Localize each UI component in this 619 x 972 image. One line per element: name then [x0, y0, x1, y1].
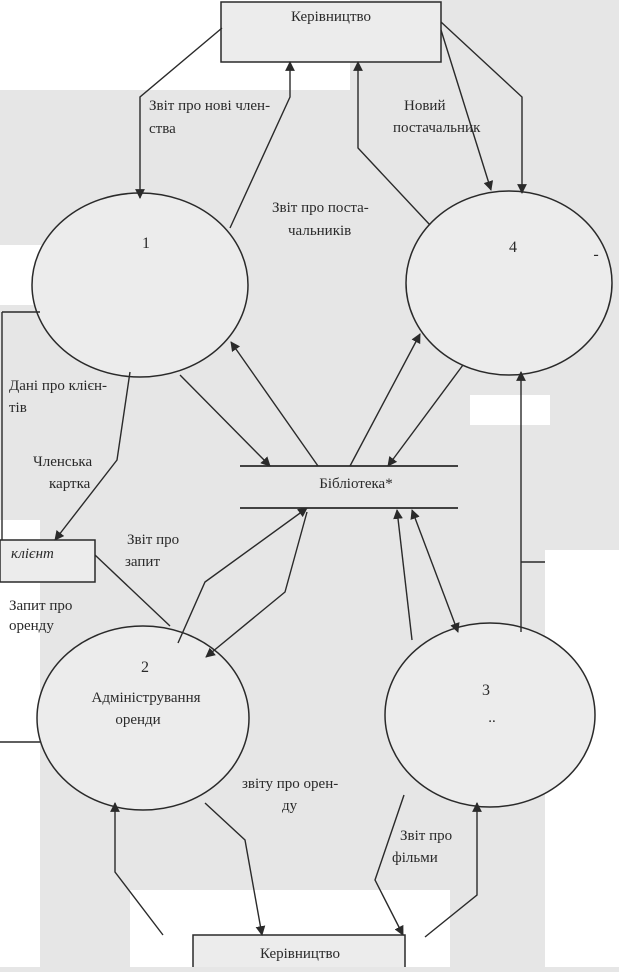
flow-p2-to-bottom: [204, 802, 266, 936]
process-4-ellipse: [405, 190, 613, 376]
flow-label-member-card-1: Членська: [33, 454, 92, 470]
flow-label-new-members-1: Звіт про нові член-: [149, 98, 270, 114]
process-1-number: 1: [142, 235, 150, 252]
flow-bottom-to-p2: [110, 802, 164, 936]
process-3-ellipse: [384, 622, 596, 808]
flow-label-rental-request-1: Запит про: [9, 598, 72, 614]
flow-label-new-members-2: ства: [149, 121, 176, 137]
flow-top-to-p1: [135, 27, 223, 199]
management-top-label: Керівництво: [291, 9, 371, 25]
process-2-number: 2: [141, 659, 149, 676]
library-store-label: Бібліотека*: [319, 476, 392, 492]
flow-bottom-to-p3: [424, 802, 482, 938]
process-2-ellipse: [36, 625, 250, 811]
flow-label-request-report-2: запит: [125, 554, 160, 570]
flow-label-films-report-1: Звіт про: [400, 828, 452, 844]
flow-label-suppliers-1: Звіт про поста-: [272, 200, 369, 216]
flow-label-member-card-2: картка: [49, 476, 91, 492]
flow-p1-to-store: [179, 374, 271, 467]
management-top-box: [220, 1, 442, 63]
management-bottom-label: Керівництво: [260, 946, 340, 962]
flow-p4-to-top: [353, 61, 431, 226]
flow-p3-to-bottom: [374, 794, 405, 936]
flow-label-rental-request-2: оренду: [9, 618, 54, 634]
flow-label-rental-report-1: звіту про орен-: [242, 776, 338, 792]
flow-store-to-p2: [205, 511, 308, 658]
flow-label-client-data-2: тів: [9, 400, 27, 416]
flow-store-to-p4: [349, 333, 421, 467]
flow-label-new-supplier-2: постачальник: [393, 120, 481, 136]
process-1-ellipse: [31, 192, 249, 378]
process-2-name-line2: оренди: [115, 712, 160, 728]
flow-label-new-supplier-1: Новий: [404, 98, 445, 114]
process-3-dots: ..: [488, 710, 496, 726]
client-box: [0, 539, 96, 583]
flow-client-to-p2: [94, 554, 171, 627]
flow-label-client-data-1: Дані про клієн-: [9, 378, 107, 394]
flow-p1-to-client: [54, 371, 131, 541]
process-4-number: 4: [509, 239, 517, 256]
process-3-number: 3: [482, 682, 490, 699]
flow-label-films-report-2: фільми: [392, 850, 438, 866]
flow-p1-to-top: [229, 61, 295, 229]
flow-label-request-report-1: Звіт про: [127, 532, 179, 548]
process-2-name-line1: Адміністрування: [91, 690, 200, 706]
flow-store-to-p3: [410, 509, 460, 633]
flow-label-suppliers-2: чальників: [288, 223, 351, 239]
management-bottom-box: [192, 934, 406, 972]
flow-top-to-p4-a: [440, 29, 494, 191]
process-4-mark: -: [593, 246, 598, 263]
flow-label-rental-report-2: ду: [282, 798, 298, 814]
client-label: клієнт: [11, 546, 54, 562]
flow-p3-to-store: [393, 509, 413, 641]
flow-top-to-p4-b: [440, 21, 527, 194]
flow-p4-to-store: [387, 364, 464, 467]
flow-store-to-p1: [230, 341, 319, 467]
flow-p2-to-store: [177, 507, 308, 644]
